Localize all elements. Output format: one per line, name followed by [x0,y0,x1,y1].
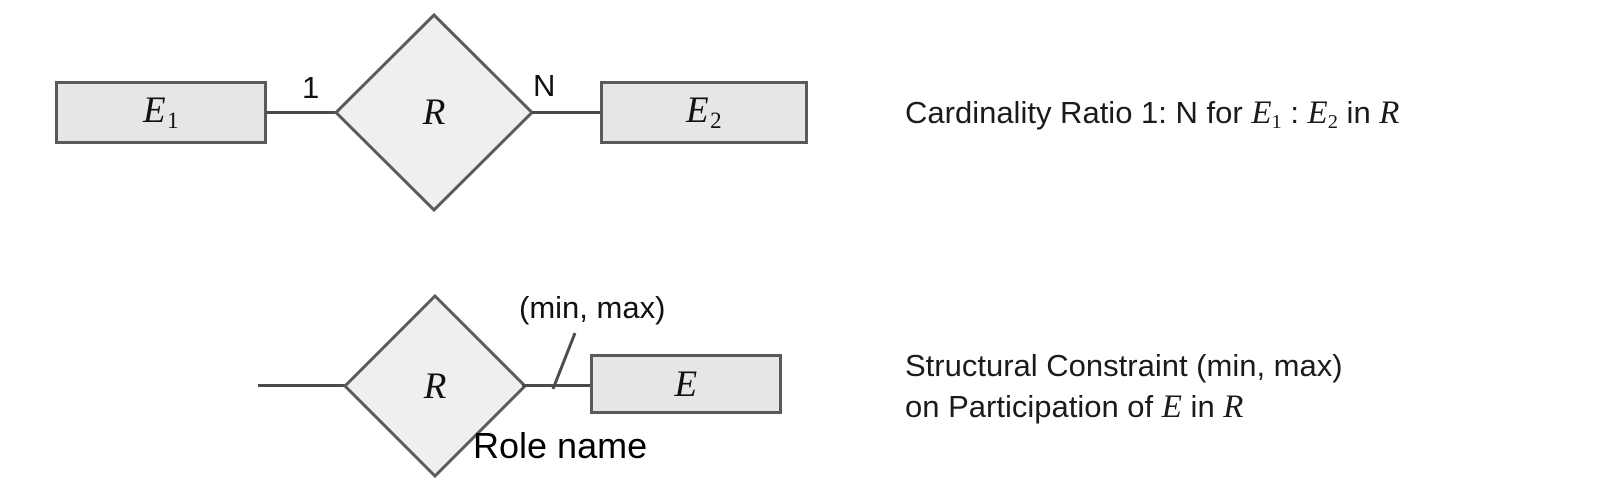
caption-separator: : [1281,95,1308,130]
structural-constraint-tick [548,330,582,392]
caption-line2-entity: E [1161,389,1182,425]
caption-line-1: Structural Constraint (min, max) [905,348,1343,383]
entity-box-e2: E2 [600,81,808,144]
caption-line2-relationship: R [1223,389,1244,425]
caption-line2-mid: in [1181,389,1224,424]
entity-label-e: E [674,363,698,405]
caption-entity-one: E1 [1251,95,1282,134]
caption-cardinality-ratio: Cardinality Ratio 1: N for E1 : E2 in R [905,92,1399,143]
connector-r2-to-e [522,384,592,387]
connector-open-left [258,384,348,387]
entity-label-e1: E1 [142,90,180,133]
cardinality-label-right: N [533,68,556,103]
relationship-label-r2: R [423,365,447,407]
caption-relationship: R [1379,95,1400,131]
connector-r-to-e2 [532,111,602,114]
cardinality-label-left: 1 [302,70,320,105]
entity-label-e2: E2 [685,90,723,133]
connector-e1-to-r [266,111,336,114]
entity-box-e1: E1 [55,81,267,144]
caption-entity-two: E2 [1307,95,1338,134]
caption-line-2: on Participation of E in R [905,386,1343,428]
caption-mid: in [1337,95,1380,130]
caption-line2-prefix: on Participation of [905,389,1162,424]
relationship-label-r1: R [422,92,446,133]
entity-box-e: E [590,354,782,414]
caption-structural-constraint: Structural Constraint (min, max) on Part… [905,345,1343,428]
caption-prefix: Cardinality Ratio 1: N for [905,95,1252,130]
structural-constraint-label: (min, max) [519,290,666,325]
relationship-diamond-r2: R [342,293,528,479]
role-name-label: Role name [473,425,648,466]
relationship-diamond-r1: R [333,12,535,213]
